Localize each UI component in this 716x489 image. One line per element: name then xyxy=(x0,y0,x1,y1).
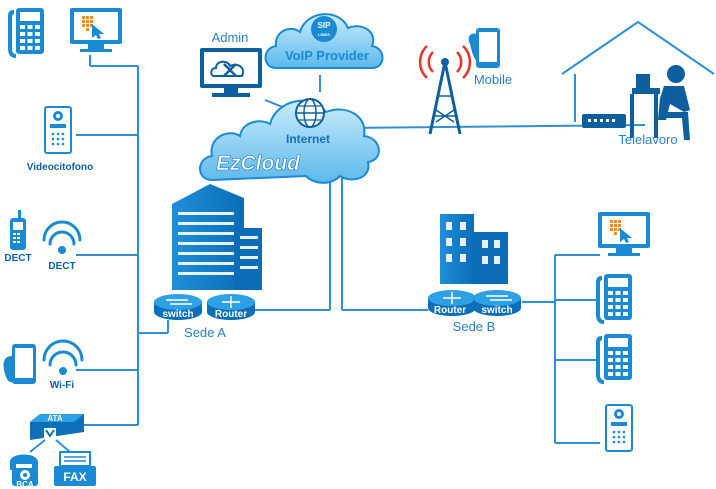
sede-b-building-icon xyxy=(440,214,508,284)
fax-label: FAX xyxy=(63,470,86,484)
wifi-icon xyxy=(42,339,84,375)
home-office-icon xyxy=(561,20,715,140)
ata-adapter-icon xyxy=(30,414,84,440)
sip-lines-label: LINES xyxy=(318,32,330,37)
ezcloud-label: EzCloud xyxy=(216,152,301,175)
router-a-label: Router xyxy=(215,309,247,320)
wifi-label: Wi-Fi xyxy=(50,380,75,391)
sip-label: SIP xyxy=(318,21,332,30)
sede-b-label: Sede B xyxy=(453,319,496,334)
dect-antenna-label: DECT xyxy=(48,261,75,272)
router-b-label: Router xyxy=(434,305,466,316)
smartphone-icon xyxy=(3,344,36,384)
bca-label: BCA xyxy=(16,480,34,489)
sede-a-building-icon xyxy=(172,184,262,290)
computer-monitor-icon-b xyxy=(598,212,650,256)
voip-cloud-icon xyxy=(264,13,384,69)
cell-tower-icon xyxy=(418,45,472,135)
admin-monitor-icon xyxy=(200,48,262,97)
analog-phone-icon xyxy=(10,454,38,486)
desk-phone-icon xyxy=(8,8,44,58)
dect-phone-label: DECT xyxy=(4,253,31,264)
telelavoro-label: Telelavoro xyxy=(618,132,677,147)
sede-a-label: Sede A xyxy=(184,325,226,340)
switch-a-label: switch xyxy=(162,309,193,320)
internet-label: Internet xyxy=(286,132,330,146)
ata-label: ATA xyxy=(47,414,62,423)
switch-b-label: switch xyxy=(481,305,512,316)
video-doorphone-icon-b xyxy=(605,404,633,452)
voip-provider-label: VoIP Provider xyxy=(285,48,369,63)
desk-phone-icon-b2 xyxy=(596,334,632,384)
dect-antenna-icon xyxy=(42,220,82,254)
connection-lines xyxy=(76,55,646,444)
videocitofono-label: Videocitofono xyxy=(27,162,93,173)
computer-monitor-icon xyxy=(70,8,122,52)
mobile-label: Mobile xyxy=(474,72,512,87)
video-doorphone-icon xyxy=(44,106,72,154)
dect-phone-icon xyxy=(10,210,26,250)
desk-phone-icon-b1 xyxy=(596,274,632,324)
fax-icon xyxy=(54,451,96,486)
admin-label: Admin xyxy=(212,30,249,45)
mobile-phone-icon xyxy=(468,28,500,68)
internet-cloud-icon xyxy=(199,98,380,184)
